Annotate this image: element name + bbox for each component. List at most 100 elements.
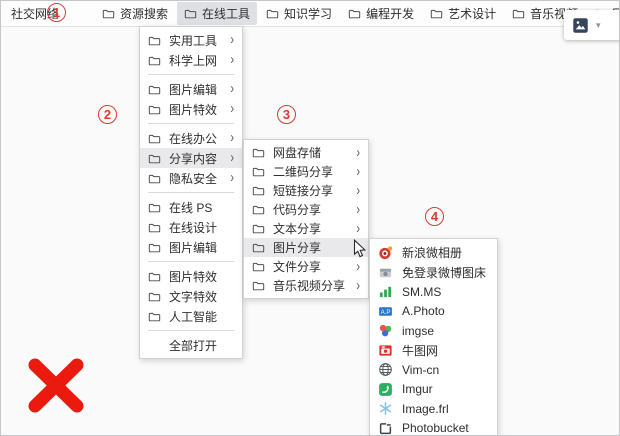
- bookmark-site-item[interactable]: 免登录微博图床: [370, 263, 497, 283]
- site-label: Imgur: [402, 382, 433, 397]
- menu-folder-item[interactable]: 音乐视频分享 ›: [244, 276, 368, 295]
- bookmark-item-5[interactable]: 艺术设计: [423, 2, 503, 25]
- folder-icon: [252, 222, 265, 235]
- niutu-favicon-icon: [378, 343, 393, 358]
- menu-folder-item[interactable]: 文件分享›: [244, 257, 368, 276]
- submenu-arrow-icon: ›: [356, 163, 360, 180]
- submenu-arrow-icon: ›: [230, 32, 234, 48]
- submenu-arrow-icon: ›: [230, 170, 234, 186]
- menu-item-label: 代码分享: [273, 203, 322, 217]
- bookmark-item-2[interactable]: 在线工具: [177, 2, 258, 25]
- menu-level1-online-tools: 实用工具›科学上网›图片编辑›图片特效›在线办公›分享内容›隐私安全›在线 PS…: [139, 26, 243, 359]
- bookmark-site-item[interactable]: 牛图网: [370, 341, 497, 361]
- menu-folder-item[interactable]: 在线办公›: [140, 128, 242, 148]
- menu-item-label: 文本分享: [273, 222, 322, 236]
- menu-folder-item[interactable]: 科学上网›: [140, 50, 242, 70]
- menu-folder-item[interactable]: 隐私安全 ›: [140, 168, 242, 188]
- menu-folder-item[interactable]: 图片编辑: [140, 237, 242, 257]
- menu-item-label: 网盘存储: [273, 146, 322, 160]
- menu-item-label: 二维码分享: [273, 165, 334, 179]
- submenu-arrow-icon: ›: [356, 258, 360, 275]
- menu-folder-item[interactable]: 图片特效: [140, 266, 242, 286]
- folder-icon: [512, 7, 525, 20]
- folder-icon: [252, 260, 265, 273]
- menu-separator: [140, 257, 242, 266]
- folder-icon: [348, 7, 361, 20]
- bookmark-site-item[interactable]: imgse: [370, 321, 497, 341]
- menu-separator: [140, 119, 242, 128]
- folder-icon: [184, 7, 197, 20]
- folder-icon: [148, 310, 161, 323]
- svg-text:A.P: A.P: [381, 309, 391, 316]
- bookmark-site-item[interactable]: Image.frl: [370, 399, 497, 419]
- imgur-favicon-icon: [378, 382, 393, 397]
- bookmark-item-1[interactable]: 资源搜索: [95, 2, 175, 25]
- bookmark-site-item[interactable]: Photobucket: [370, 419, 497, 436]
- menu-folder-item[interactable]: 二维码分享 ›: [244, 162, 368, 181]
- folder-icon: [252, 203, 265, 216]
- menu-folder-item[interactable]: 短链接分享›: [244, 181, 368, 200]
- folder-icon: [430, 7, 443, 20]
- bookmark-site-item[interactable]: Imgur: [370, 380, 497, 400]
- site-label: Photobucket: [402, 421, 469, 436]
- bookmark-item-label: 在线工具: [202, 7, 251, 21]
- menu-item-open-all[interactable]: 全部打开: [140, 335, 242, 355]
- menu-level2-share-content: 网盘存储›二维码分享›短链接分享›代码分享›文本分享›图片分享›文件分享›音乐视…: [243, 139, 369, 299]
- bookmark-item-4[interactable]: 编程开发: [341, 2, 421, 25]
- menu-folder-item[interactable]: 在线 PS: [140, 197, 242, 217]
- menu-item-label: 隐私安全: [169, 171, 218, 186]
- menu-folder-item[interactable]: 网盘存储 ›: [244, 143, 368, 162]
- menu-folder-item[interactable]: 图片特效›: [140, 99, 242, 119]
- menu-item-label: 人工智能: [169, 309, 218, 324]
- submenu-arrow-icon: ›: [230, 52, 234, 68]
- menu-item-label: 图片特效: [169, 269, 218, 284]
- folder-icon: [148, 201, 161, 214]
- site-label: Image.frl: [402, 401, 449, 416]
- menu-folder-item[interactable]: 文字特效: [140, 286, 242, 306]
- annotation-step-2: 2: [98, 105, 117, 124]
- folder-icon: [252, 241, 265, 254]
- bookmark-item-3[interactable]: 知识学习: [259, 2, 339, 25]
- submenu-arrow-icon: ›: [356, 220, 360, 237]
- menu-item-label: 图片编辑: [169, 240, 218, 255]
- menu-item-label: 图片特效: [169, 102, 218, 117]
- menu-item-label: 文字特效: [169, 289, 218, 304]
- menu-folder-item[interactable]: 人工智能: [140, 306, 242, 326]
- folder-icon: [148, 241, 161, 254]
- site-label: 免登录微博图床: [402, 265, 487, 280]
- menu-item-label: 分享内容: [169, 151, 218, 166]
- aphoto-favicon-icon: A.P: [378, 304, 393, 319]
- menu-folder-item[interactable]: 实用工具›: [140, 30, 242, 50]
- menu-folder-item[interactable]: 代码分享›: [244, 200, 368, 219]
- folder-icon: [148, 172, 161, 185]
- weibo-bed-favicon-icon: [378, 265, 393, 280]
- menu-item-label: 全部打开: [169, 338, 218, 353]
- submenu-arrow-icon: ›: [230, 130, 234, 146]
- folder-icon: [252, 146, 265, 159]
- submenu-arrow-icon: ›: [356, 144, 360, 161]
- folder-icon: [148, 152, 161, 165]
- submenu-arrow-icon: ›: [356, 277, 360, 294]
- bookmark-site-item[interactable]: SM.MS: [370, 282, 497, 302]
- screenshot-tool-overlay[interactable]: ▾: [564, 10, 619, 40]
- menu-item-label: 音乐视频分享: [273, 279, 346, 293]
- bookmark-site-item[interactable]: 新浪微相册: [370, 243, 497, 263]
- menu-folder-item[interactable]: 文本分享 ›: [244, 219, 368, 238]
- site-label: imgse: [402, 323, 435, 338]
- bookmark-site-item[interactable]: Vim-cn: [370, 360, 497, 380]
- submenu-arrow-icon: ›: [230, 150, 234, 166]
- vimcn-favicon-icon: [378, 362, 393, 377]
- image-icon[interactable]: [572, 17, 589, 34]
- chevron-down-icon[interactable]: ▾: [596, 19, 601, 30]
- menu-folder-item[interactable]: 分享内容 ›: [140, 148, 242, 168]
- menu-folder-item[interactable]: 图片编辑›: [140, 79, 242, 99]
- menu-folder-item[interactable]: 图片分享›: [244, 238, 368, 257]
- menu-separator: [140, 70, 242, 79]
- folder-icon: [252, 279, 265, 292]
- folder-icon: [148, 54, 161, 67]
- site-label: 新浪微相册: [402, 246, 463, 261]
- menu-folder-item[interactable]: 在线设计: [140, 217, 242, 237]
- folder-icon: [266, 7, 279, 20]
